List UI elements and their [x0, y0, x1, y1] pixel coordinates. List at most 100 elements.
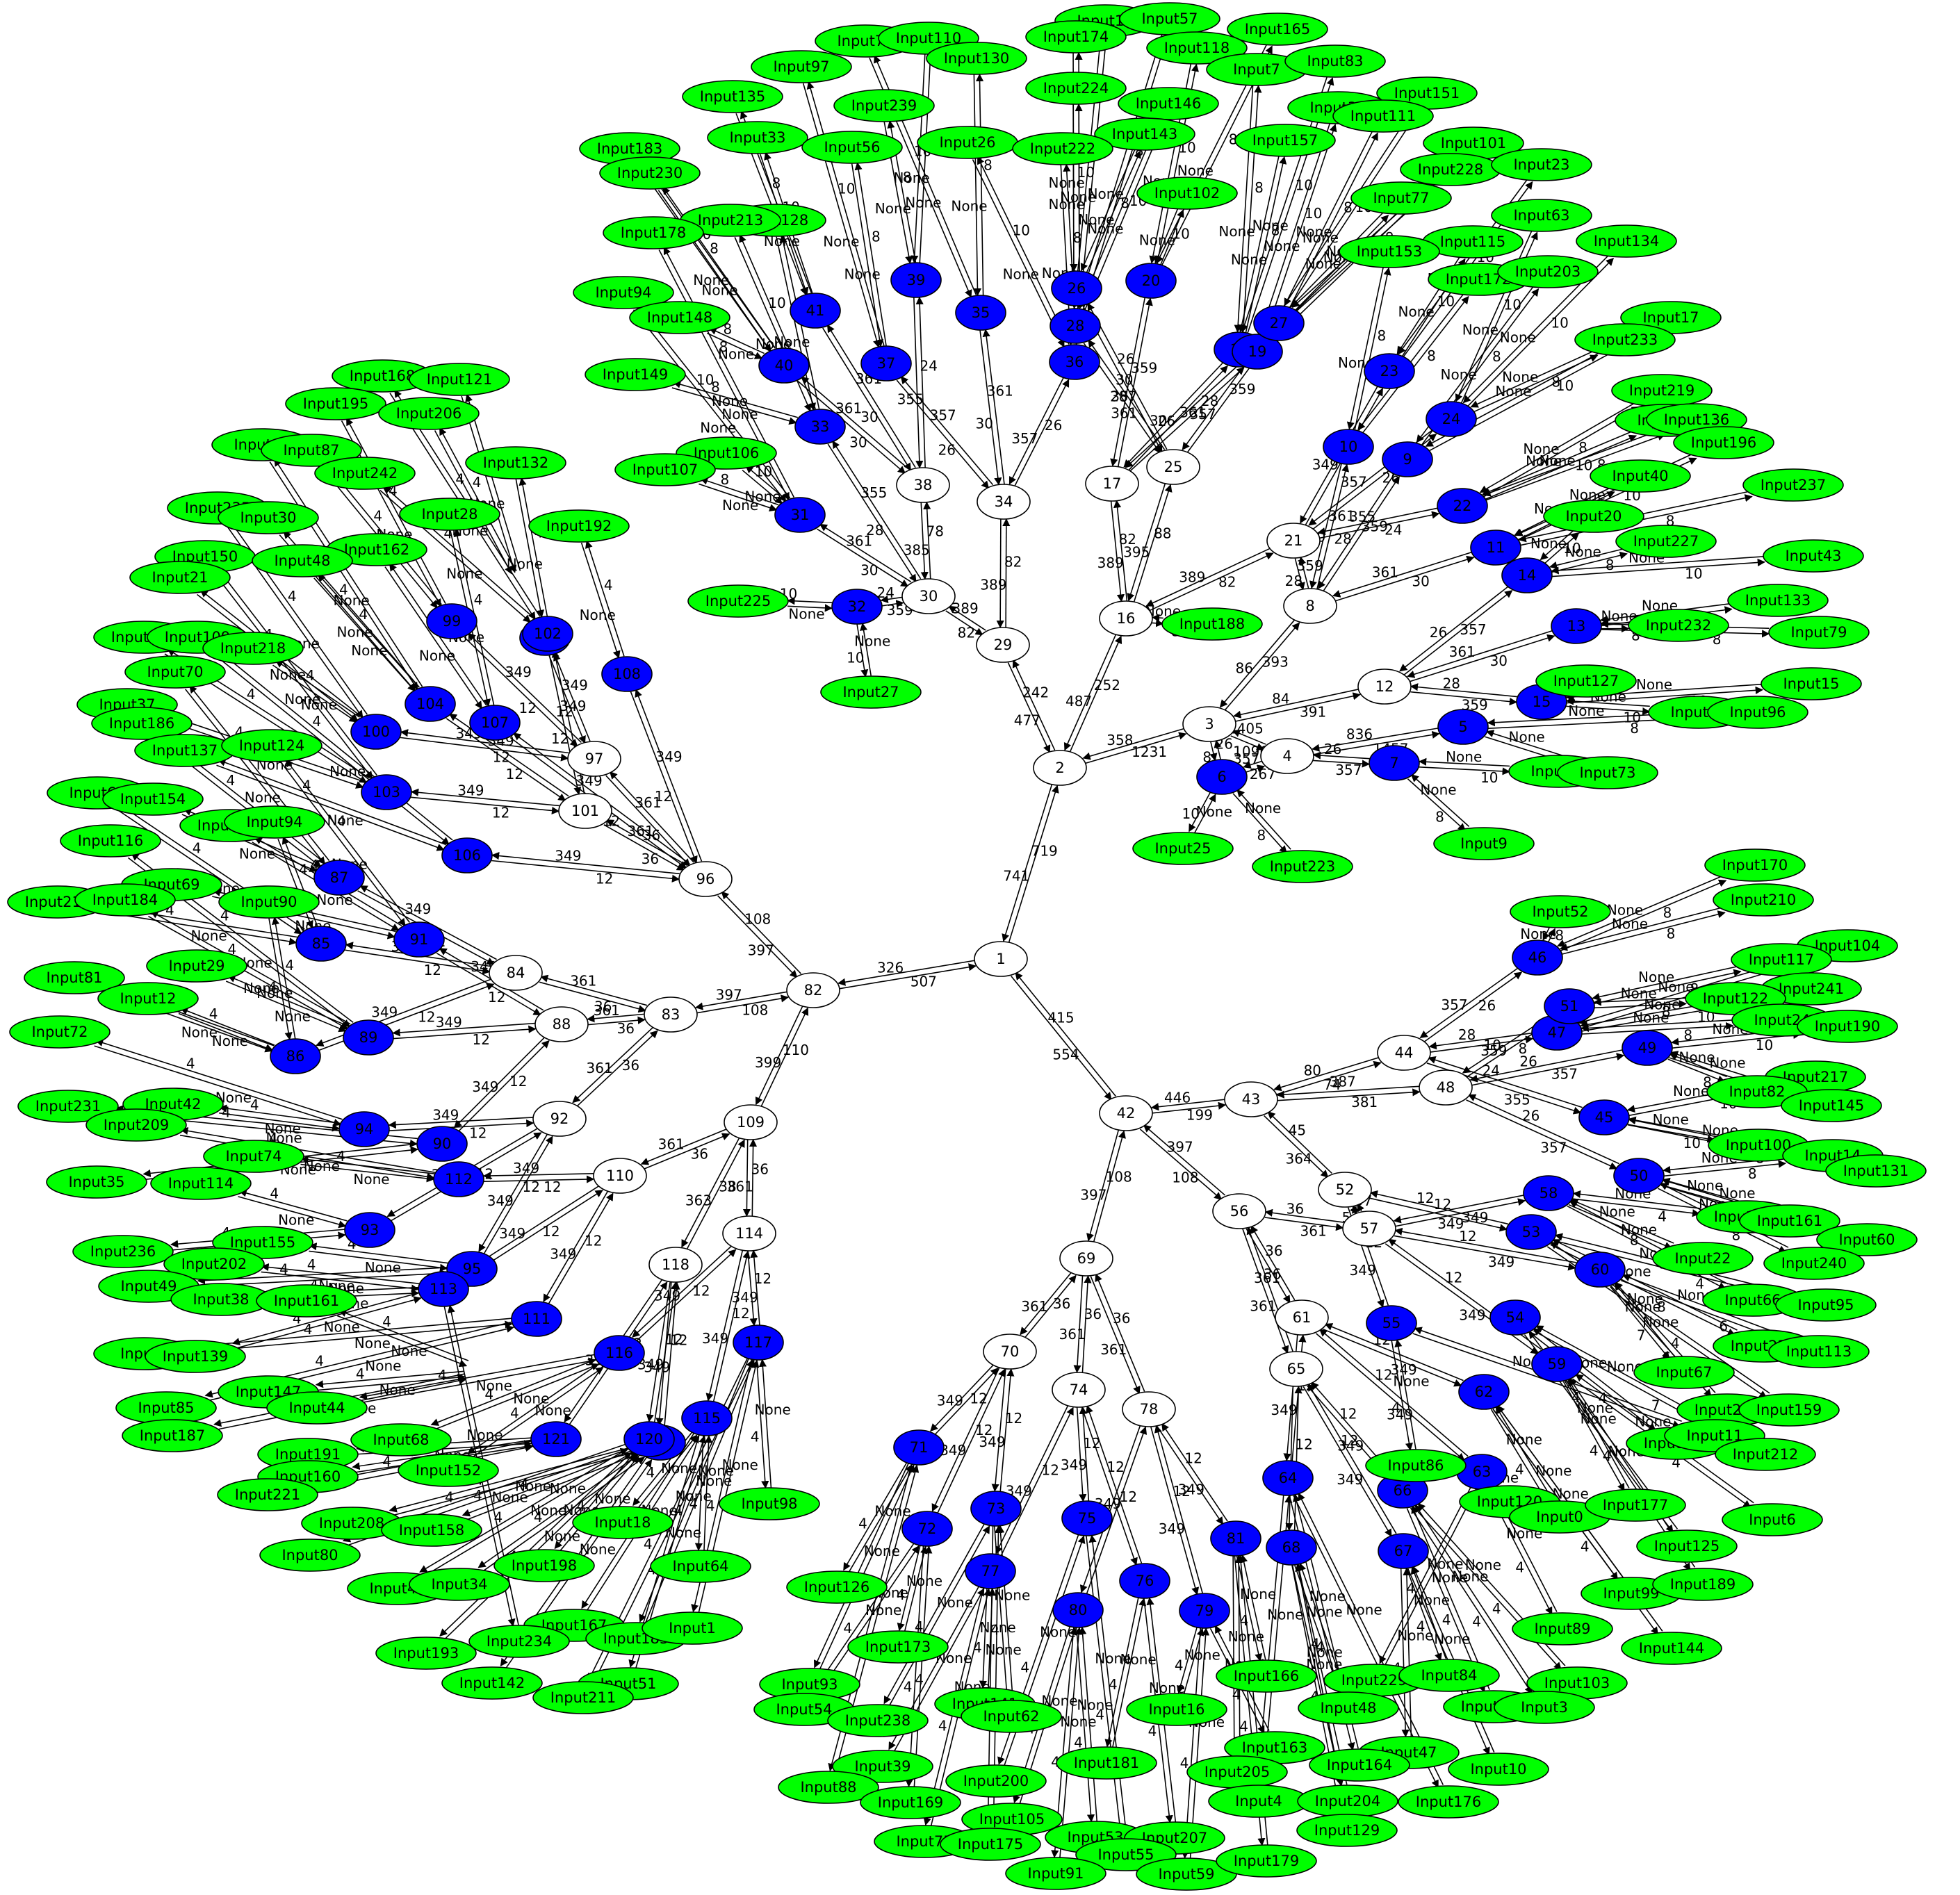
node-ellipse — [1622, 1030, 1673, 1066]
node-label: Input170 — [1722, 857, 1788, 873]
edge-1-42-rev — [1015, 971, 1116, 1097]
edge-8-11-rev — [1332, 551, 1473, 598]
node-label: Input208 — [319, 1515, 384, 1532]
node-label: 111 — [523, 1311, 550, 1327]
node-ellipse — [203, 1140, 304, 1173]
node-ellipse — [511, 1301, 562, 1337]
edge-label: 1231 — [1132, 744, 1167, 760]
edge-label: 12 — [1106, 1459, 1124, 1475]
edge-label: 359 — [1229, 381, 1255, 397]
node-label: Input22 — [1674, 1250, 1731, 1267]
node-input-input175: Input175 — [940, 1828, 1041, 1861]
edge-label: 349 — [505, 664, 532, 680]
node-hardware-100: 100 — [350, 714, 402, 750]
node-hardware-111: 111 — [511, 1301, 562, 1337]
edge-label: 10 — [1480, 769, 1498, 786]
edge-label: None — [1577, 1400, 1613, 1416]
edge-16-17-rev — [1110, 501, 1125, 602]
edge-label: None — [278, 1211, 314, 1228]
edge-label: 36 — [1264, 1266, 1281, 1283]
node-hardware-94: 94 — [338, 1111, 390, 1147]
node-ellipse — [896, 467, 950, 503]
node-label: Input106 — [694, 445, 759, 461]
node-input-input4: Input4 — [1208, 1785, 1309, 1818]
edge-label: None — [864, 1543, 900, 1559]
edge-38-39-fwd — [915, 296, 926, 468]
node-ellipse — [1339, 235, 1440, 268]
node-label: 17 — [1103, 475, 1122, 492]
node-label: 73 — [987, 1500, 1006, 1517]
node-label: 22 — [1453, 498, 1472, 514]
node-processor-2: 2 — [1033, 750, 1087, 786]
edge-Input150-103-rev — [218, 570, 377, 776]
edge-label: 4 — [689, 1495, 698, 1512]
edge-label: 349 — [1437, 1215, 1464, 1232]
edge-42-56-fwd — [1139, 1129, 1223, 1200]
node-processor-96: 96 — [678, 861, 733, 897]
edge-label: None — [1635, 1413, 1671, 1430]
node-processor-43: 43 — [1224, 1081, 1278, 1117]
node-ellipse — [1224, 1081, 1278, 1117]
node-label: Input27 — [842, 684, 899, 700]
node-label: 31 — [791, 507, 810, 523]
edge-Input202-113-fwd — [261, 1271, 420, 1293]
node-label: Input94 — [246, 814, 302, 830]
edge-label: 361 — [1111, 405, 1137, 422]
edge-Input169-72-fwd — [913, 1545, 933, 1787]
node-ellipse — [926, 42, 1027, 75]
edge-label: 395 — [1123, 543, 1150, 560]
edge-Input98-117-rev — [756, 1360, 769, 1489]
edge-118-119-rev — [664, 1281, 680, 1426]
node-label: Input193 — [393, 1645, 459, 1662]
node-input-input240: Input240 — [1763, 1247, 1865, 1280]
node-label: Input203 — [1515, 263, 1581, 280]
node-label: Input161 — [274, 1293, 339, 1309]
edge-Input148-40-fwd — [707, 332, 763, 359]
node-processor-56: 56 — [1212, 1193, 1266, 1229]
edge-Input32-19-fwd — [1259, 122, 1331, 335]
node-ellipse — [295, 926, 347, 962]
edge-Input157-18-fwd — [1238, 155, 1280, 333]
node-ellipse — [901, 578, 956, 614]
edge-16-21-rev — [1145, 548, 1271, 607]
edge-12-15-fwd — [1410, 691, 1518, 706]
node-label: Input83 — [1307, 53, 1363, 69]
node-label: 64 — [1279, 1470, 1298, 1486]
edge-65-67-fwd — [1302, 1386, 1392, 1537]
node-label: 57 — [1360, 1220, 1379, 1237]
edge-label: 4 — [520, 1476, 529, 1493]
edge-label: 4 — [751, 1429, 760, 1445]
edge-Input117-51-fwd — [1592, 965, 1740, 1001]
node-label: Input4 — [1235, 1793, 1282, 1810]
edge-label: None — [755, 1402, 791, 1418]
edge-69-74-fwd — [1073, 1275, 1084, 1373]
node-label: 83 — [662, 1006, 680, 1023]
node-label: 30 — [920, 588, 938, 605]
node-input-input83: Input83 — [1284, 44, 1386, 78]
node-input-input134: Input134 — [1576, 224, 1677, 258]
edge-56-57-fwd — [1264, 1217, 1344, 1231]
node-input-input178: Input178 — [603, 216, 704, 249]
edge-label: 28 — [1285, 573, 1302, 589]
node-processor-38: 38 — [896, 467, 950, 503]
node-hardware-71: 71 — [893, 1429, 945, 1466]
node-label: Input228 — [1418, 161, 1483, 178]
edge-label: 12 — [544, 1179, 561, 1195]
node-label: 28 — [1066, 318, 1085, 334]
node-input-input139: Input139 — [145, 1340, 246, 1373]
node-label: 40 — [775, 357, 794, 374]
edge-2-3-fwd — [1084, 732, 1187, 764]
edge-label: 361 — [1254, 1270, 1280, 1286]
node-label: Input10 — [1470, 1761, 1526, 1778]
node-ellipse — [1768, 616, 1870, 649]
edge-Input213-33-fwd — [734, 237, 812, 412]
edge-label: 397 — [716, 987, 742, 1003]
node-processor-4: 4 — [1260, 738, 1314, 774]
edge-43-52-rev — [1267, 1110, 1332, 1174]
node-ellipse — [970, 1491, 1022, 1527]
node-input-input117: Input117 — [1731, 943, 1832, 976]
node-label: 82 — [804, 982, 823, 999]
node-ellipse — [1260, 738, 1314, 774]
node-label: Input74 — [225, 1148, 281, 1165]
edge-97-100-fwd — [400, 729, 569, 754]
